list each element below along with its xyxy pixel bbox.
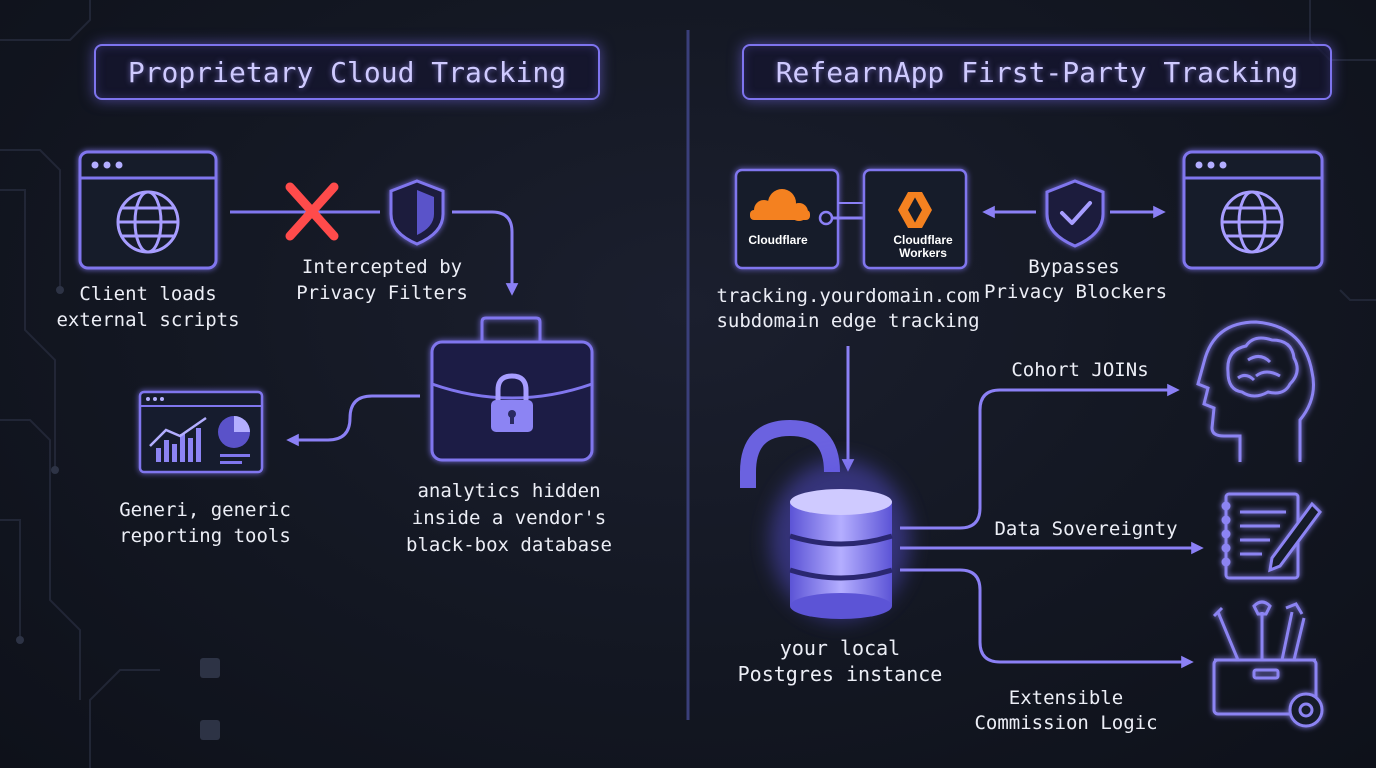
commission-label-1: Extensible [1008, 687, 1124, 709]
cloudflare-cloud-icon [750, 189, 810, 221]
title-first-party: RefearnApp First-Party Tracking [742, 44, 1332, 100]
blocked-x-icon [285, 182, 339, 241]
report-arrow [286, 394, 420, 447]
edge-label-2: subdomain edge tracking [716, 310, 980, 332]
toolbox-gear-icon [1212, 600, 1324, 728]
shield-check-icon [1045, 179, 1105, 248]
report-label-2: reporting tools [119, 525, 291, 547]
report-label-1: Generi, generic [119, 499, 291, 521]
notebook-pencil-icon [1221, 492, 1322, 580]
intercept-label-1: Intercepted by [301, 256, 463, 278]
workers-label-1: Cloudflare [893, 233, 953, 247]
postgres-database-icon [789, 489, 893, 619]
bypass-label-1: Bypasses [1028, 256, 1120, 278]
cohort-arrow [900, 383, 1180, 530]
vendor-arrow [452, 210, 519, 296]
intercept-label-2: Privacy Filters [296, 282, 468, 304]
padlock-icon [491, 373, 533, 432]
privacy-shield-icon [389, 179, 445, 246]
commission-label-2: Commission Logic [974, 712, 1158, 734]
commission-arrow [900, 568, 1194, 669]
cloudflare-label: Cloudflare [748, 233, 808, 247]
circuit-nodes [16, 286, 220, 740]
brain-head-icon [1196, 320, 1315, 462]
vendor-label-2: inside a vendor's [411, 507, 607, 529]
bypass-label-2: Privacy Blockers [984, 281, 1168, 303]
vendor-label-1: analytics hidden [417, 480, 601, 502]
globe-icon-right [1220, 190, 1284, 254]
workers-label-2: Workers [899, 246, 947, 260]
cloudflare-workers-icon [898, 192, 932, 228]
open-lock-shackle [740, 419, 840, 488]
locked-briefcase-icon [430, 316, 594, 462]
cloudflare-workers-box [862, 168, 968, 270]
cohort-label: Cohort JOINs [1011, 359, 1149, 381]
client-label-1: Client loads [79, 283, 217, 305]
vendor-label-3: black-box database [406, 534, 612, 556]
edge-connector-node [818, 210, 834, 226]
globe-icon [116, 190, 180, 254]
postgres-label-2: Postgres instance [737, 662, 943, 686]
pie-chart-icon [218, 416, 250, 464]
browser-window-icon-right [1182, 150, 1324, 270]
edge-label-1: tracking.yourdomain.com [716, 285, 980, 307]
browser-window-icon [78, 150, 218, 270]
postgres-label-1: your local [779, 636, 901, 660]
client-label-2: external scripts [56, 309, 240, 331]
title-proprietary: Proprietary Cloud Tracking [94, 44, 600, 100]
bar-chart-icon [149, 416, 207, 462]
sovereignty-label: Data Sovereignty [994, 518, 1178, 540]
